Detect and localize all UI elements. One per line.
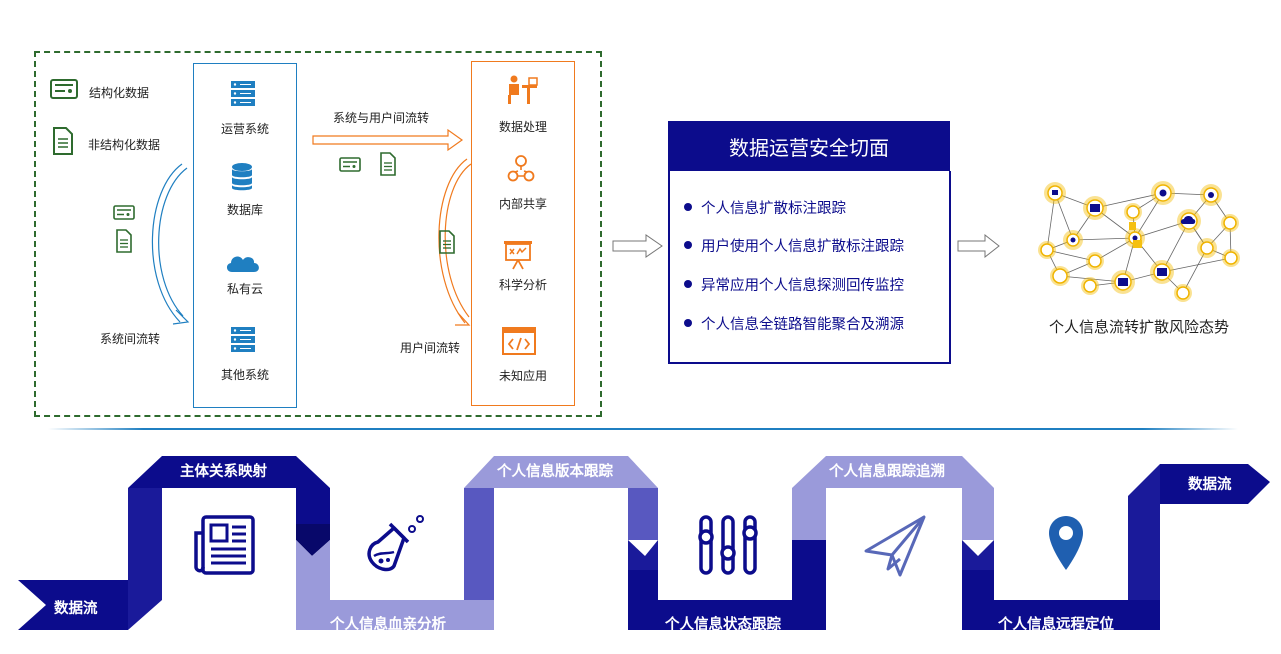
cloud-icon xyxy=(226,256,259,272)
ops-system-label: 运营系统 xyxy=(220,122,269,136)
flask-icon xyxy=(367,515,424,572)
newspaper-icon xyxy=(194,515,255,575)
security-item-label: 个人信息全链路智能聚合及溯源 xyxy=(701,317,904,333)
private-cloud-label: 私有云 xyxy=(226,282,263,296)
user-side-box xyxy=(471,61,575,406)
cross-system-arrow xyxy=(151,163,190,325)
unstructured-data-icon xyxy=(380,152,396,176)
structured-data-label: 结构化数据 xyxy=(89,86,150,100)
user-flow-arrow xyxy=(438,158,472,326)
security-slice-title: 数据运营安全切面 xyxy=(668,121,950,171)
risk-situation-label: 个人信息流转扩散风险态势 xyxy=(1049,318,1230,336)
database-icon xyxy=(232,163,252,191)
structured-data-icon xyxy=(50,79,78,99)
database-label: 数据库 xyxy=(226,203,263,217)
security-item: 异常应用个人信息探测回传监控 xyxy=(684,274,904,295)
paper-plane-icon xyxy=(864,515,926,577)
unstructured-data-icon xyxy=(439,230,455,254)
bullet-icon xyxy=(684,280,692,288)
flow-step-label: 个人信息跟踪追溯 xyxy=(829,464,945,480)
data-processing-label: 数据处理 xyxy=(498,120,547,134)
location-pin-icon xyxy=(1049,516,1083,570)
science-analysis-icon xyxy=(504,241,532,270)
security-item: 个人信息全链路智能聚合及溯源 xyxy=(684,313,904,334)
section-divider xyxy=(48,428,1238,430)
system-user-flow-label: 系统与用户间流转 xyxy=(333,111,430,125)
data-flow-ribbon xyxy=(18,456,1270,630)
system-user-flow-arrow xyxy=(312,128,464,152)
structured-data-icon xyxy=(113,205,135,220)
security-item-label: 用户使用个人信息扩散标注跟踪 xyxy=(701,239,904,255)
flow-step-label: 主体关系映射 xyxy=(180,464,267,480)
structured-data-icon xyxy=(339,157,361,172)
risk-network-graph xyxy=(1038,181,1240,302)
security-slice-panel: 个人信息扩散标注跟踪 用户使用个人信息扩散标注跟踪 异常应用个人信息探测回传监控… xyxy=(668,171,951,364)
cross-system-label: 系统间流转 xyxy=(100,332,161,346)
flow-step-label: 个人信息状态跟踪 xyxy=(665,617,781,633)
sliders-icon xyxy=(698,515,758,575)
server-icon xyxy=(231,81,255,106)
flow-step-label: 个人信息远程定位 xyxy=(998,617,1114,633)
security-item-label: 个人信息扩散标注跟踪 xyxy=(701,201,846,217)
flow-start-label: 数据流 xyxy=(54,601,98,617)
flow-step-label: 个人信息血亲分析 xyxy=(330,617,446,633)
bullet-icon xyxy=(684,241,692,249)
systems-box xyxy=(193,63,297,408)
unknown-app-label: 未知应用 xyxy=(498,369,547,383)
security-item: 个人信息扩散标注跟踪 xyxy=(684,197,846,218)
unstructured-data-icon xyxy=(116,229,132,253)
code-app-icon xyxy=(502,327,536,355)
server-icon xyxy=(231,327,255,352)
unstructured-data-label: 非结构化数据 xyxy=(88,138,161,152)
user-flow-label: 用户间流转 xyxy=(400,341,461,355)
internal-share-icon xyxy=(507,155,535,182)
internal-share-label: 内部共享 xyxy=(498,197,547,211)
data-processing-icon xyxy=(508,75,538,104)
bullet-icon xyxy=(684,203,692,211)
flow-end-label: 数据流 xyxy=(1188,477,1232,493)
security-item-label: 异常应用个人信息探测回传监控 xyxy=(701,278,904,294)
data-flow-scope-box xyxy=(34,51,602,417)
flow-arrow-right xyxy=(957,234,1000,258)
unstructured-data-icon xyxy=(53,127,73,155)
flow-arrow-right xyxy=(612,234,663,258)
bullet-icon xyxy=(684,319,692,327)
flow-step-label: 个人信息版本跟踪 xyxy=(497,464,613,480)
security-item: 用户使用个人信息扩散标注跟踪 xyxy=(684,235,904,256)
other-systems-label: 其他系统 xyxy=(220,368,269,382)
science-analysis-label: 科学分析 xyxy=(498,278,547,292)
